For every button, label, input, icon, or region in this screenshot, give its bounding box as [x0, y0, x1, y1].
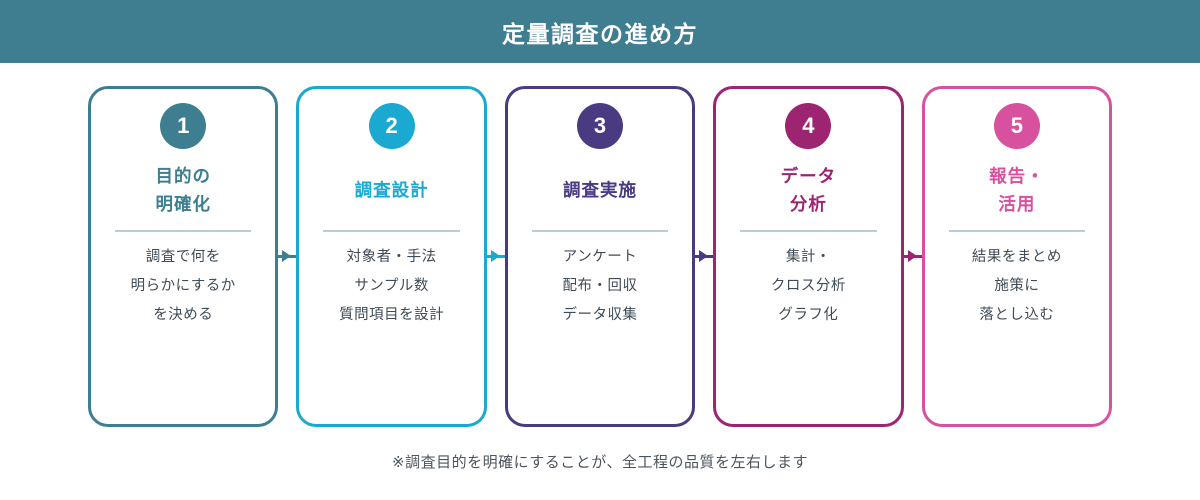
divider	[323, 230, 460, 232]
step-number-badge: 1	[160, 103, 207, 149]
footnote: ※調査目的を明確にすることが、全工程の品質を左右します	[392, 454, 808, 471]
step-title: 目的の 明確化	[155, 165, 211, 214]
step-description: 対象者・手法 サンプル数 質問項目を設計	[339, 249, 445, 323]
process-flow: 1 目的の 明確化 調査で何を 明らかにするか を決める 2 調査設計 対象者・…	[0, 86, 1200, 427]
step-description: 結果をまとめ 施策に 落とし込む	[971, 249, 1062, 323]
arrow-right-icon	[903, 86, 922, 427]
step-card-3: 3 調査実施 アンケート 配布・回収 データ収集	[504, 86, 696, 427]
step-title: 調査設計	[354, 179, 429, 200]
step-description: アンケート 配布・回収 データ収集	[562, 249, 638, 323]
step-card-2: 2 調査設計 対象者・手法 サンプル数 質問項目を設計	[296, 86, 487, 427]
divider	[531, 230, 669, 232]
step-description: 集計・ クロス分析 グラフ化	[770, 249, 846, 323]
divider	[740, 230, 877, 232]
step-number-badge: 5	[993, 103, 1040, 149]
header-bar: 定量調査の進め方	[0, 0, 1200, 63]
divider	[948, 230, 1086, 232]
step-description: 調査で何を 明らかにするか を決める	[130, 249, 236, 323]
divider	[115, 230, 252, 232]
step-title: 報告・ 活用	[989, 165, 1045, 214]
page-title: 定量調査の進め方	[502, 20, 698, 47]
arrow-right-icon	[486, 86, 505, 427]
step-title: データ 分析	[780, 165, 837, 214]
arrow-right-icon	[695, 86, 714, 427]
step-number-badge: 2	[368, 103, 415, 149]
step-title: 調査実施	[563, 179, 638, 200]
step-card-5: 5 報告・ 活用 結果をまとめ 施策に 落とし込む	[921, 86, 1113, 427]
step-number-badge: 3	[577, 103, 624, 149]
step-number-badge: 4	[785, 103, 832, 149]
step-card-1: 1 目的の 明確化 調査で何を 明らかにするか を決める	[88, 86, 279, 427]
arrow-right-icon	[278, 86, 297, 427]
step-card-4: 4 データ 分析 集計・ クロス分析 グラフ化	[713, 86, 904, 427]
